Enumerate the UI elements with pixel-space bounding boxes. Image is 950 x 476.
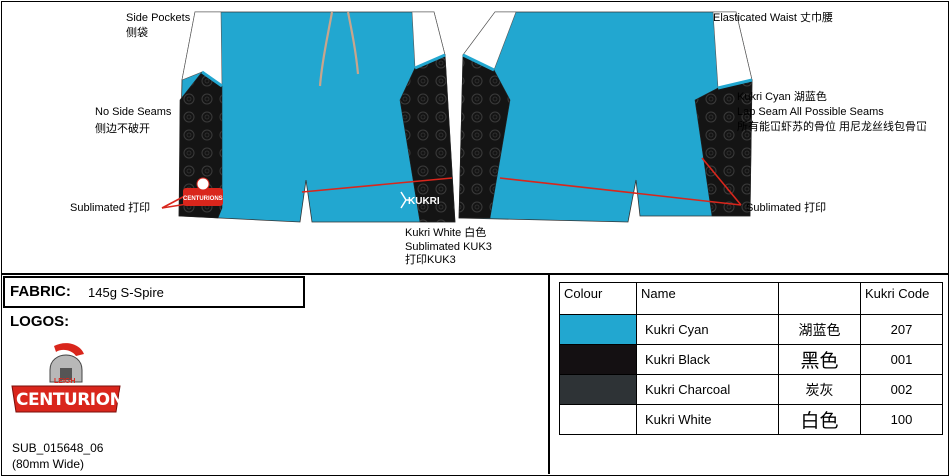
- sublimated-kuk3-cn: 打印KUK3: [405, 254, 456, 266]
- kukri-cyan-label: Kukri Cyan 湖蓝色: [737, 91, 827, 103]
- swatch-cyan: [559, 314, 637, 345]
- header-name: Name: [636, 282, 779, 315]
- colour-cn: 白色: [778, 404, 861, 435]
- fabric-label: FABRIC:: [10, 283, 71, 300]
- logo-code-id: SUB_015648_06: [12, 441, 104, 455]
- spec-divider: [548, 274, 550, 474]
- header-code: Kukri Code: [860, 282, 943, 315]
- front-shorts: [178, 11, 456, 223]
- colour-name: Kukri White: [636, 404, 779, 435]
- colour-cn: 黑色: [778, 344, 861, 375]
- table-row: Kukri White 白色 100: [559, 404, 943, 435]
- back-shorts: [458, 11, 753, 223]
- logo-main-text: CENTURIONS: [16, 390, 136, 410]
- swatch-black: [559, 344, 637, 375]
- elasticated-waist-label: Elasticated Waist 丈巾腰: [713, 12, 834, 24]
- colour-table: Colour Name Kukri Code Kukri Cyan 湖蓝色 20…: [559, 282, 943, 435]
- colour-code: 207: [860, 314, 943, 345]
- lap-seam-cn: 所有能冚虾苏的骨位 用尼龙丝线包骨冚: [737, 121, 928, 133]
- logo-size: (80mm Wide): [12, 457, 85, 471]
- fabric-box: [3, 276, 305, 308]
- kukri-wordmark: KUKRI: [408, 196, 440, 207]
- lap-seam-label: Lap Seam All Possible Seams: [737, 106, 884, 118]
- header-colour: Colour: [559, 282, 637, 315]
- colour-table-header: Colour Name Kukri Code: [559, 282, 943, 315]
- swatch-charcoal: [559, 374, 637, 405]
- kukri-white-label: Kukri White 白色: [405, 227, 487, 239]
- colour-code: 001: [860, 344, 943, 375]
- side-pockets-label: Side Pockets: [126, 12, 191, 24]
- colour-cn: 炭灰: [778, 374, 861, 405]
- colour-code: 002: [860, 374, 943, 405]
- no-side-seams-label: No Side Seams: [95, 106, 172, 118]
- sublimated-left-label: Sublimated 打印: [70, 202, 151, 214]
- table-row: Kukri Cyan 湖蓝色 207: [559, 314, 943, 345]
- front-crest-text: CENTURIONS: [183, 196, 223, 202]
- sublimated-kuk3-label: Sublimated KUK3: [405, 241, 492, 253]
- colour-code: 100: [860, 404, 943, 435]
- shorts-drawing: [161, 11, 753, 223]
- colour-name: Kukri Cyan: [636, 314, 779, 345]
- logos-label: LOGOS:: [10, 313, 70, 330]
- no-side-seams-cn: 侧边不破开: [95, 123, 150, 135]
- annotation-lines: [161, 157, 742, 209]
- logo-small-text: LEIGH: [54, 378, 76, 385]
- sublimated-right-label: Sublimated 打印: [746, 202, 827, 214]
- colour-name: Kukri Charcoal: [636, 374, 779, 405]
- logo-code: SUB_015648_06 (80mm Wide): [12, 440, 103, 472]
- swatch-white: [559, 404, 637, 435]
- header-cn: [778, 282, 861, 315]
- table-row: Kukri Charcoal 炭灰 002: [559, 374, 943, 405]
- side-pockets-cn: 侧袋: [126, 27, 148, 39]
- centurions-logo: LEIGH CENTURIONS: [10, 340, 136, 420]
- table-row: Kukri Black 黑色 001: [559, 344, 943, 375]
- colour-cn: 湖蓝色: [778, 314, 861, 345]
- colour-name: Kukri Black: [636, 344, 779, 375]
- fabric-value: 145g S-Spire: [88, 285, 164, 300]
